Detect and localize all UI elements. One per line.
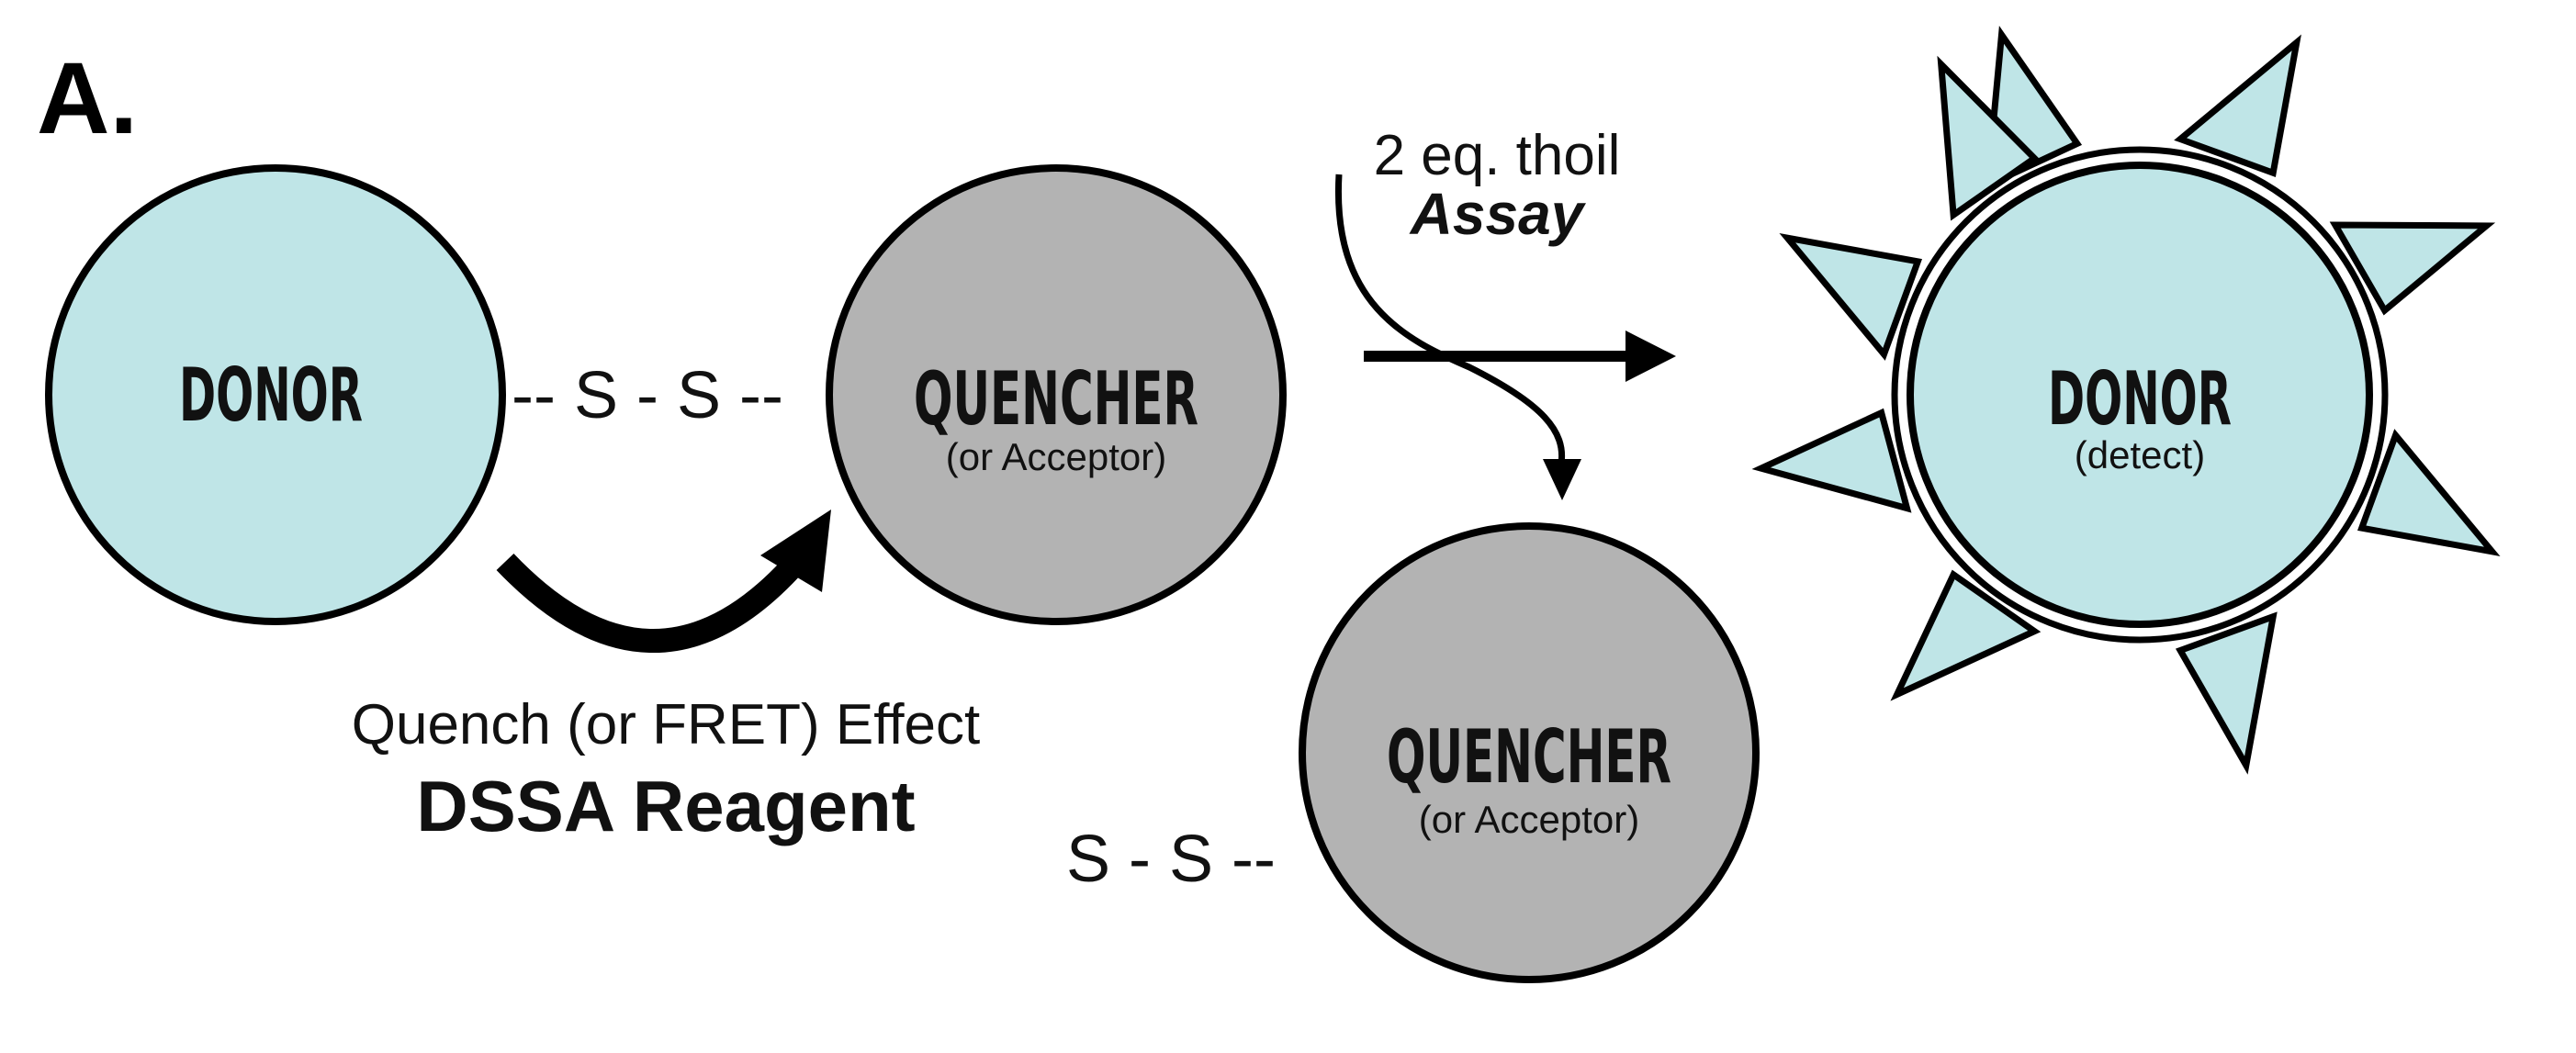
donor-label: DONOR	[179, 353, 363, 438]
emission-rays	[1751, 26, 2501, 775]
quencher-label: QUENCHER	[914, 356, 1198, 442]
released-quencher-sublabel: (or Acceptor)	[1419, 798, 1639, 841]
emission-ray	[1937, 55, 2040, 221]
emission-ray	[2174, 34, 2301, 178]
emission-ray	[1890, 569, 2042, 701]
quench-arrow	[496, 510, 831, 654]
thiol-reagent: 2 eq. thoil	[1374, 124, 1621, 187]
emission-ray	[2329, 221, 2496, 316]
released-quencher-label: QUENCHER	[1387, 714, 1671, 800]
reaction-arrow	[1364, 330, 1676, 382]
disulfide-linker: -- S - S --	[512, 359, 783, 432]
product-donor-label: DONOR	[2048, 356, 2232, 442]
product-donor: DONOR (detect)	[1751, 26, 2501, 775]
donor-circle: DONOR	[45, 164, 506, 625]
released-quencher-circle: QUENCHER (or Acceptor)	[1299, 522, 1760, 983]
quencher-circle: QUENCHER (or Acceptor)	[826, 164, 1287, 625]
quench-effect-text: Quench (or FRET) Effect	[352, 693, 981, 756]
assay-label: Assay	[1409, 181, 1587, 247]
branch-arrow	[1334, 174, 1581, 500]
panel-label: A.	[37, 42, 138, 155]
emission-ray	[1779, 233, 1923, 361]
emission-ray	[2357, 429, 2501, 556]
emission-ray	[2175, 611, 2278, 775]
released-linker: S - S --	[1066, 823, 1276, 896]
product-donor-sublabel: (detect)	[2075, 433, 2205, 476]
quencher-sublabel: (or Acceptor)	[946, 435, 1166, 478]
reagent-name: DSSA Reagent	[416, 766, 915, 846]
emission-ray	[1751, 408, 1912, 513]
